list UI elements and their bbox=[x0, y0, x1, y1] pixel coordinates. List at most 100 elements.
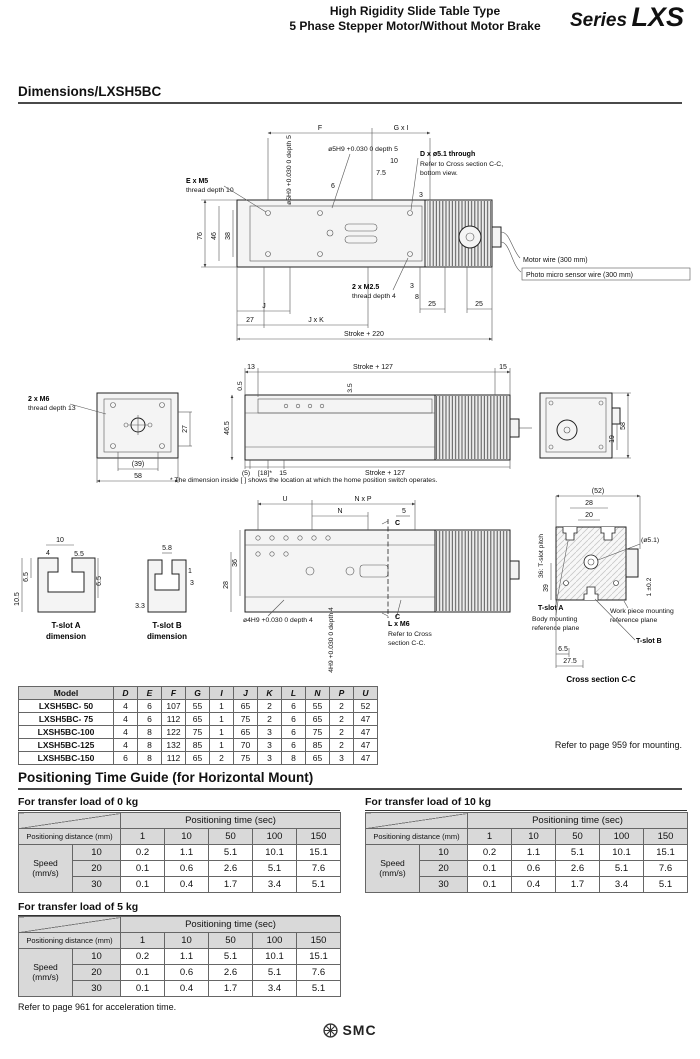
dim-label-j: J bbox=[262, 303, 266, 310]
cell: 70 bbox=[233, 738, 258, 752]
page-header: High Rigidity Slide Table Type 5 Phase S… bbox=[250, 4, 580, 34]
dim-label: 3.5 bbox=[347, 383, 354, 393]
e-m5-callout: E x M5 bbox=[186, 178, 208, 185]
positioning-distance-label: Positioning distance (mm) bbox=[18, 828, 121, 845]
cell: 5.1 bbox=[252, 860, 297, 877]
cell: 1 bbox=[209, 699, 234, 713]
dim-label-u: U bbox=[282, 496, 287, 503]
cell: 4 bbox=[113, 699, 138, 713]
speed-label-line2: (mm/s) bbox=[32, 971, 59, 982]
cell: 15.1 bbox=[643, 844, 688, 861]
cell: 47 bbox=[353, 725, 378, 739]
cell: 0.2 bbox=[467, 844, 512, 861]
positioning-distance-label: Positioning distance (mm) bbox=[18, 932, 121, 949]
distance-header: 1 bbox=[467, 828, 512, 845]
dim-label: 28 bbox=[223, 581, 230, 589]
distance-header: 100 bbox=[599, 828, 644, 845]
d-hole-ref2: bottom view. bbox=[420, 170, 458, 177]
dim-label: 5.5 bbox=[74, 551, 84, 558]
m25-callout: 2 x M2.5 bbox=[352, 284, 379, 291]
cell: 0.6 bbox=[511, 860, 556, 877]
cell: 1.1 bbox=[164, 844, 209, 861]
workpiece-label2: reference plane bbox=[610, 617, 657, 624]
dim-label: 6.5 bbox=[558, 646, 568, 653]
cell: 112 bbox=[161, 751, 186, 765]
dim-label: 3 bbox=[190, 580, 194, 587]
cell: 6 bbox=[281, 738, 306, 752]
speed-label: Speed (mm/s) bbox=[18, 844, 73, 893]
col-header-model: Model bbox=[18, 686, 114, 700]
speed-label-line2: (mm/s) bbox=[379, 867, 406, 878]
cell: 5.1 bbox=[296, 980, 341, 997]
cell: 75 bbox=[185, 725, 210, 739]
hole4-note-horizontal: ø4H9 +0.030 0 depth 4 bbox=[243, 617, 313, 624]
col-header: N bbox=[305, 686, 330, 700]
m25-sub: thread depth 4 bbox=[352, 293, 396, 300]
dim-label: 15 bbox=[279, 470, 287, 477]
cell: 47 bbox=[353, 751, 378, 765]
cell: 8 bbox=[137, 751, 162, 765]
cell: 65 bbox=[233, 699, 258, 713]
table-row: LXSH5BC- 50 4 6 107 55 1 65 2 6 55 2 52 bbox=[18, 699, 378, 713]
dim-label: 6 bbox=[331, 183, 335, 190]
dim-label: 3 bbox=[419, 192, 423, 199]
distance-header: 10 bbox=[164, 932, 209, 949]
cell: 10.1 bbox=[252, 948, 297, 965]
cell: 55 bbox=[305, 699, 330, 713]
t-slot-a-label: T-slot A bbox=[538, 605, 563, 612]
dimension-table: Model D E F G I J K L N P U LXSH5BC- 50 … bbox=[18, 686, 378, 765]
dim-label: 27 bbox=[246, 317, 254, 324]
cell: 4 bbox=[113, 725, 138, 739]
dim-label: 5.8 bbox=[162, 545, 172, 552]
speed-header: 30 bbox=[72, 876, 121, 893]
cell: 2 bbox=[257, 712, 282, 726]
dim-label: 10.5 bbox=[14, 592, 21, 606]
cell: 0.4 bbox=[164, 980, 209, 997]
section-c-bottom: C bbox=[395, 614, 400, 621]
dim-label: 58 bbox=[620, 422, 627, 430]
cell: 112 bbox=[161, 712, 186, 726]
distance-header: 1 bbox=[120, 828, 165, 845]
cell: 2.6 bbox=[555, 860, 600, 877]
col-header: L bbox=[281, 686, 306, 700]
col-header: J bbox=[233, 686, 258, 700]
distance-header: 150 bbox=[296, 828, 341, 845]
cell: 65 bbox=[305, 751, 330, 765]
table-row: Positioning distance (mm) 1 10 50 100 15… bbox=[365, 828, 688, 845]
dim-label-n: N bbox=[337, 508, 342, 515]
t-slot-b-label: T-slot B bbox=[636, 638, 662, 645]
dim-label: 10 bbox=[56, 537, 64, 544]
dim-label: 8 bbox=[415, 294, 419, 301]
dim-label: 10 bbox=[390, 158, 398, 165]
dim-label: 46 bbox=[211, 232, 218, 240]
table-row: Speed (mm/s) 10 0.2 1.1 5.1 10.1 15.1 bbox=[18, 844, 341, 893]
model-cell: LXSH5BC- 50 bbox=[18, 699, 114, 713]
dim-label: 5 bbox=[402, 508, 406, 515]
m6-sub: thread depth 13 bbox=[28, 405, 76, 412]
acceleration-note: Refer to page 961 for acceleration time. bbox=[18, 1002, 177, 1012]
col-header: U bbox=[353, 686, 378, 700]
diagonal-header-cell bbox=[365, 812, 468, 829]
table-row: 30 0.1 0.4 1.7 3.4 5.1 bbox=[19, 876, 341, 893]
cell: 1.7 bbox=[208, 980, 253, 997]
table-row: Positioning time (sec) bbox=[18, 812, 341, 829]
cell: 2 bbox=[329, 712, 354, 726]
t-slot-a-profile bbox=[37, 557, 96, 613]
col-header: F bbox=[161, 686, 186, 700]
cell: 3.4 bbox=[252, 876, 297, 893]
col-header: G bbox=[185, 686, 210, 700]
table-row: 30 0.1 0.4 1.7 3.4 5.1 bbox=[366, 876, 688, 893]
cell: 5.1 bbox=[208, 844, 253, 861]
dim-label: 15 bbox=[499, 364, 507, 371]
cell: 1 bbox=[209, 725, 234, 739]
cell: 2 bbox=[209, 751, 234, 765]
model-cell: LXSH5BC- 75 bbox=[18, 712, 114, 726]
speed-header: 30 bbox=[72, 980, 121, 997]
distance-header: 150 bbox=[643, 828, 688, 845]
dimensions-section-title: Dimensions/LXSH5BC bbox=[18, 84, 682, 104]
d-hole-ref1: Refer to Cross section C-C, bbox=[420, 161, 503, 168]
dim-label: 27.5 bbox=[563, 658, 577, 665]
cell: 1.7 bbox=[208, 876, 253, 893]
speed-header: 20 bbox=[72, 964, 121, 981]
